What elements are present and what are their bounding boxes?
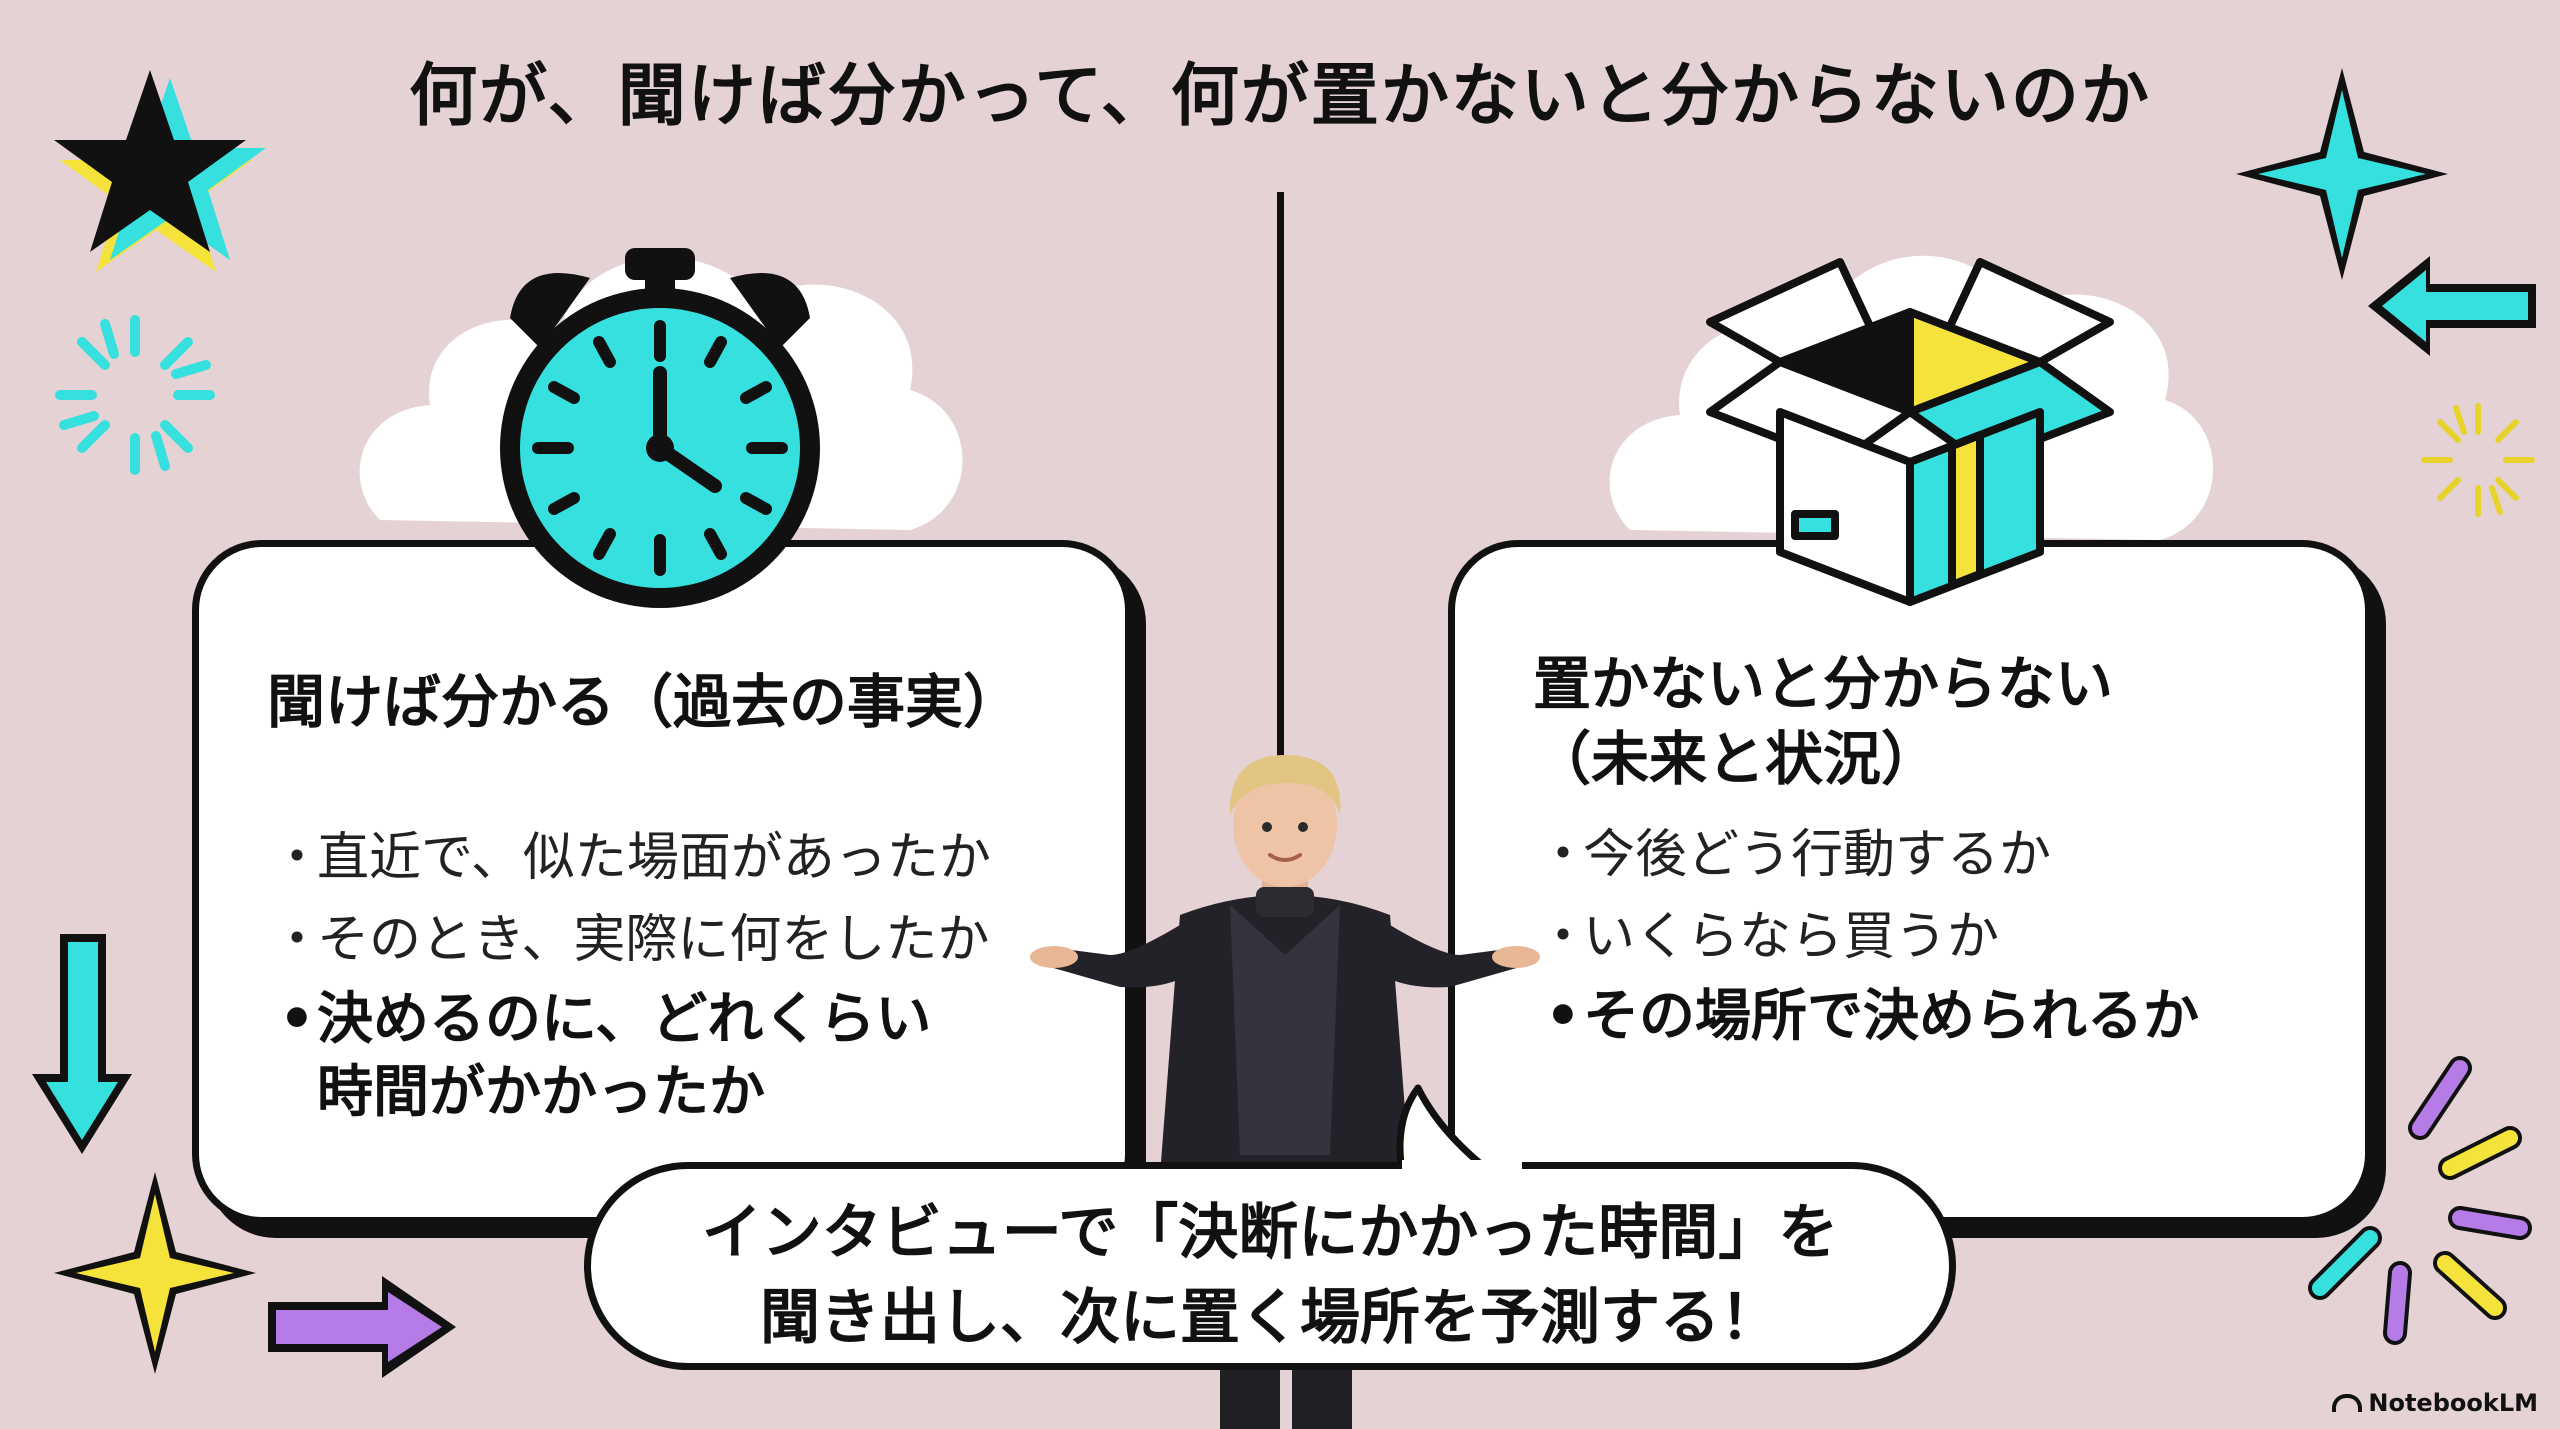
list-item: いくらなら買うか — [1537, 904, 2337, 972]
right-heading-line: 置かないと分からない — [1533, 650, 2114, 718]
bubble-tail-mask — [1402, 1160, 1522, 1172]
stopwatch-icon — [500, 248, 820, 608]
notebooklm-logo: NotebookLM — [2332, 1389, 2538, 1417]
right-heading-line: （未来と状況） — [1533, 725, 1940, 794]
slide-title: 何が、聞けば分かって、何が置かないと分からないのか — [409, 57, 2151, 136]
burst-icon — [55, 315, 215, 475]
notebooklm-icon — [2332, 1394, 2363, 1412]
star-icon — [54, 70, 266, 272]
bubble-line: 聞き出し、次に置く場所を予測する！ — [760, 1283, 1780, 1354]
right-panel: 置かないと分からない （未来と状況） 今後どう行動するか いくらなら買うか その… — [1448, 540, 2372, 1224]
list-item: そのとき、実際に何をしたか — [271, 907, 1111, 975]
burst-icon — [2421, 403, 2535, 517]
right-heading: 置かないと分からない （未来と状況） — [1533, 647, 2113, 798]
sparkle-icon — [54, 1172, 256, 1374]
left-panel: 聞けば分かる（過去の事実） 直近で、似た場面があったか そのとき、実際に何をした… — [192, 540, 1132, 1224]
list-item: 今後どう行動するか — [1537, 822, 2337, 890]
bubble-line: インタビューで「決断にかかった時間」を — [701, 1198, 1839, 1268]
speech-bubble: インタビューで「決断にかかった時間」を 聞き出し、次に置く場所を予測する！ — [584, 1162, 1956, 1370]
right-list: 今後どう行動するか いくらなら買うか その場所で決められるか — [1537, 822, 2337, 1054]
logo-text: NotebookLM — [2368, 1389, 2538, 1417]
arrow-icon — [2368, 256, 2536, 356]
list-item: 直近で、似た場面があったか — [271, 825, 1111, 893]
highlight-line: 決めるのに、どれくらい — [317, 987, 932, 1053]
list-item-highlight: 決めるのに、どれくらい 時間がかかったか — [271, 984, 1111, 1130]
highlight-line: 時間がかかったか — [317, 1059, 765, 1125]
center-divider — [1277, 192, 1284, 892]
left-list: 直近で、似た場面があったか そのとき、実際に何をしたか 決めるのに、どれくらい … — [271, 825, 1111, 1130]
sparkle-icon — [2236, 68, 2448, 280]
arrow-icon — [268, 1276, 456, 1378]
list-item-highlight: その場所で決められるか — [1537, 981, 2337, 1054]
left-heading: 聞けば分かる（過去の事実） — [267, 668, 1022, 736]
arrow-icon — [32, 934, 132, 1154]
open-box-icon — [1706, 258, 2114, 606]
burst-icon — [2308, 1056, 2532, 1345]
